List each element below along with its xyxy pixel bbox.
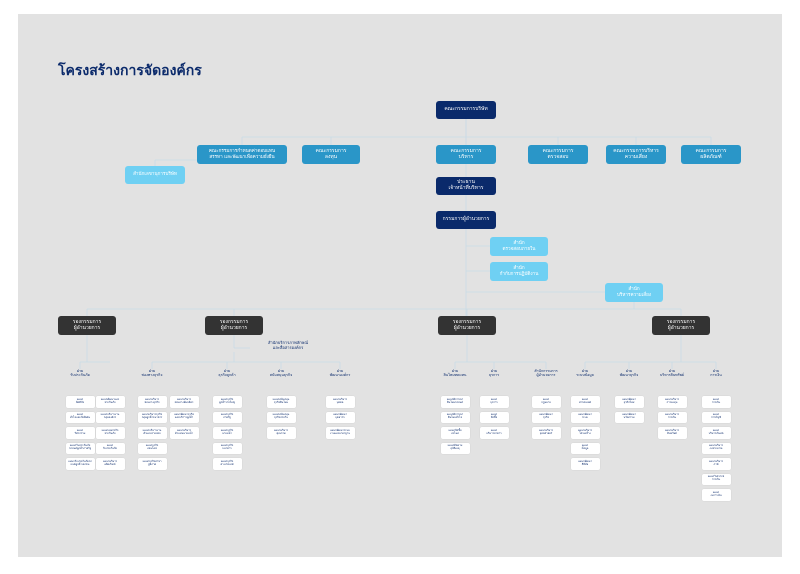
compliance-office: สำนัก กำกับการปฏิบัติงาน bbox=[490, 262, 548, 281]
committee-investment: คณะกรรมการ ลงทุน bbox=[302, 145, 360, 164]
section-item: แผนก จัดซื้อ bbox=[479, 411, 509, 423]
section-item: แผนก สารสนเทศ bbox=[570, 396, 600, 408]
section-item: แผนกธุรกิจ ออนไลน์ bbox=[137, 442, 167, 454]
internal-audit-office: สำนัก ตรวจสอบภายใน bbox=[490, 237, 548, 256]
md-box: กรรมการผู้อำนวยการ bbox=[436, 211, 496, 229]
section-item: แผนกบริหาร คุณภาพ bbox=[266, 427, 296, 439]
chairman-exec-box: ประธาน เจ้าหน้าที่บริหาร bbox=[436, 177, 496, 195]
section-item: แผนกธุรกิจ ธนาคาร bbox=[212, 442, 242, 454]
section-item: แผนกบริหาร ช่องทางธุรกิจ bbox=[137, 396, 167, 408]
section-item: แผนกบริหาร ช่องทางพันธมิตร bbox=[169, 396, 199, 408]
section-item: แผนกบริหาร สินทรัพย์ bbox=[657, 427, 687, 439]
section-item: แผนกพัฒนา บุคลากร bbox=[325, 411, 355, 423]
board-box: คณะกรรมการบริษัท bbox=[436, 101, 496, 119]
section-item: แผนก วิศวกรรม bbox=[65, 427, 95, 439]
department-header: ฝ่าย ช่องทางธุรกิจ bbox=[141, 369, 163, 378]
section-item: แผนกธุรกิจสาขา ภูมิภาค bbox=[137, 458, 167, 470]
department-header: ฝ่าย ธุรกิจลูกค้า bbox=[218, 369, 236, 378]
department-header: ฝ่าย การเงิน bbox=[710, 369, 722, 378]
section-item: แผนกบริหารธุรกิจ กลุ่มลูกค้าธนาคาร bbox=[137, 411, 167, 423]
section-item: แผนก ข้อมูล bbox=[570, 442, 600, 454]
section-item: แผนกบริหารงาน กลุ่มองค์กร bbox=[95, 411, 125, 423]
section-item: แผนกจัดซื้อ อะไหล่ bbox=[440, 427, 470, 439]
department-header: ฝ่าย สินไหมทดแทน bbox=[443, 369, 467, 378]
section-item: แผนกพัฒนา นวัตกรรม bbox=[614, 411, 644, 423]
section-item: แผนกพิจารณา สินไหมรถยนต์ bbox=[440, 396, 470, 408]
secretary-office: สำนักเลขานุการบริษัท bbox=[125, 166, 185, 184]
section-item: แผนกธุรกิจ ลูกค้ารายใหญ่ bbox=[212, 396, 242, 408]
section-item: แผนกบริหาร บุคคล bbox=[325, 396, 355, 408]
section-item: แผนกบริหาร งบประมาณ bbox=[701, 442, 731, 454]
deputy-md-2: รองกรรมการ ผู้อำนวยการ bbox=[205, 316, 263, 335]
section-item: แผนก รับประกันภัย bbox=[95, 442, 125, 454]
department-header: ฝ่าย สนับสนุนธุรกิจ bbox=[269, 369, 293, 378]
department-header: ฝ่าย บริหารสินทรัพย์ bbox=[660, 369, 684, 378]
section-item: แผนก ธุรการ bbox=[479, 396, 509, 408]
section-item: แผนก บริหารเงินสด bbox=[701, 427, 731, 439]
department-header: สำนักกรรมการ ผู้อำนวยการ bbox=[534, 369, 558, 378]
section-item: แผนกบริหาร ภาษี bbox=[701, 458, 731, 470]
section-item: แผนกธุรกิจ นายหน้า bbox=[212, 427, 242, 439]
section-item: แผนกบริหาร การเงิน bbox=[657, 411, 687, 423]
deputy-md-4: รองกรรมการ ผู้อำนวยการ bbox=[652, 316, 710, 335]
committee-audit: คณะกรรมการ ตรวจสอบ bbox=[528, 145, 588, 164]
section-item: แผนกติดตาม อุบัติเหตุ bbox=[440, 442, 470, 454]
section-item: แผนกบริหาร ผลิตภัณฑ์ bbox=[95, 458, 125, 470]
page-title: โครงสร้างการจัดองค์กร bbox=[58, 63, 202, 79]
section-item: แผนกพัฒนา ธุรกิจ bbox=[531, 411, 561, 423]
section-item: แผนกธุรกิจ ภาครัฐ bbox=[212, 411, 242, 423]
section-item: แผนกบริหาร ยุทธศาสตร์ bbox=[531, 427, 561, 439]
section-item: แผนกพัฒนาและ ประกันภัย bbox=[95, 396, 125, 408]
section-item: แผนกสนับสนุน ธุรกิจสินไหม bbox=[266, 396, 296, 408]
section-item: แผนกบริหาร การลงทุน bbox=[657, 396, 687, 408]
committee-executive: คณะกรรมการ บริหาร bbox=[436, 145, 496, 164]
deputy-md-3: รองกรรมการ ผู้อำนวยการ bbox=[438, 316, 496, 335]
section-item: แผนกพัฒนา ระบบ bbox=[570, 411, 600, 423]
section-item: แผนกบริหาร โครงสร้าง bbox=[570, 427, 600, 439]
section-item: แผนกบริหาร ตัวแทนนายหน้า bbox=[169, 427, 199, 439]
section-item: แผนกรับประกันภัยรถ ยนต์ลูกค้าเอกชน bbox=[65, 458, 95, 470]
section-item: แผนกวิเคราะห์ การเงิน bbox=[701, 473, 731, 485]
section-item: แผนกพัฒนาระบบ งานและมาตรฐาน bbox=[325, 427, 355, 439]
section-item: แผนก บริหารอาคาร bbox=[479, 427, 509, 439]
committee-risk: คณะกรรมการบริหาร ความเสี่ยง bbox=[606, 145, 666, 164]
section-item: แผนกรับประกันภัย รถยนต์ลูกค้าภาครัฐ bbox=[65, 442, 95, 454]
section-item: แผนกพัฒนาธุรกิจ และบริการลูกค้า bbox=[169, 411, 199, 423]
department-header: ฝ่าย พัฒนาธุรกิจ bbox=[619, 369, 639, 378]
department-header: ฝ่าย รับประกันภัย bbox=[70, 369, 90, 378]
deputy-md-1: รองกรรมการ ผู้อำนวยการ bbox=[58, 316, 116, 335]
department-header: ฝ่าย พัฒนาองค์กร bbox=[329, 369, 351, 378]
section-item: แผนก การบัญชี bbox=[701, 411, 731, 423]
section-item: แผนก กฎหมาย bbox=[531, 396, 561, 408]
committee-product: คณะกรรมการ ผลิตภัณฑ์ bbox=[681, 145, 741, 164]
section-item: แผนกสนับสนุน ธุรกิจประกัน bbox=[266, 411, 296, 423]
section-item: แผนก อัคคีภัย bbox=[65, 396, 95, 408]
department-header: ฝ่าย ระบบข้อมูล bbox=[576, 369, 594, 378]
section-item: แผนกพัฒนา ดิจิทัล bbox=[570, 458, 600, 470]
corporate-image-office: สำนักบริการภาพลักษณ์ และสื่อสารองค์กร bbox=[267, 340, 309, 350]
department-header: ฝ่าย ธุรการ bbox=[488, 369, 500, 378]
section-item: แผนกบริหารงาน ตัวแทนรายย่อย bbox=[137, 427, 167, 439]
committee-compensation: คณะกรรมการกำหนดค่าตอบแทน สรรหา และพัฒนาเ… bbox=[197, 145, 287, 164]
section-item: แผนกพัฒนา ธุรกิจใหม่ bbox=[614, 396, 644, 408]
section-item: แผนกเฉพาะกิจ ประกันภัย bbox=[95, 427, 125, 439]
section-item: แผนกพิจารณา สินไหมทั่วไป bbox=[440, 411, 470, 423]
risk-management-office: สำนัก บริหารความเสี่ยง bbox=[605, 283, 663, 302]
section-item: แผนก ทั่วไปและภัยพิเศษ bbox=[65, 411, 95, 423]
section-item: แผนก งบการเงิน bbox=[701, 489, 731, 501]
section-item: แผนก การเงิน bbox=[701, 396, 731, 408]
section-item: แผนกธุรกิจ ต่างประเทศ bbox=[212, 458, 242, 470]
